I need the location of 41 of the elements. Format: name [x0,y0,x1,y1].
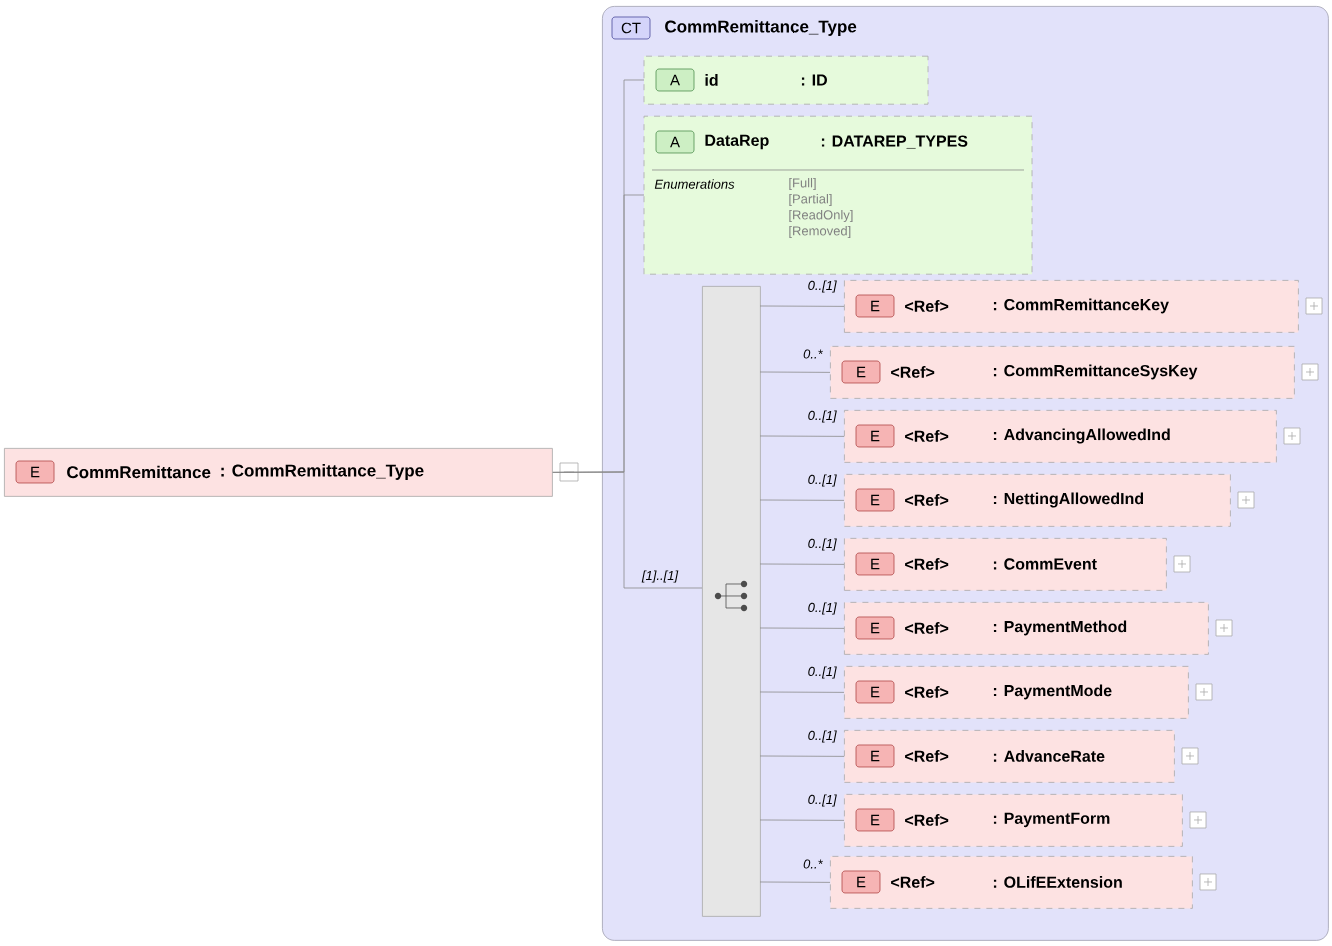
ref-label: <Ref> [905,622,949,634]
ref-label: <Ref> [905,814,949,826]
connector [759,819,845,821]
type-name: : CommEvent [993,558,1097,570]
connector [759,881,831,883]
sequence-bar [702,286,761,917]
type-name: : PaymentMode [993,684,1112,700]
attribute-name: DataRep [705,134,769,150]
connector [759,563,845,565]
type-name: : PaymentForm [993,812,1110,828]
ref-label: <Ref> [905,300,949,312]
type-name: : AdvanceRate [993,750,1105,762]
type-name: : CommRemittanceSysKey [993,364,1198,380]
type-title: CommRemittance_Type [665,20,857,36]
ref-label: <Ref> [891,366,935,378]
connector [759,691,845,693]
type-name: : OLifEExtension [993,876,1122,888]
ref-label: <Ref> [905,430,949,442]
type-name: : CommRemittanceKey [993,298,1169,314]
ref-label: <Ref> [905,686,949,698]
connector [552,471,703,589]
type-name: : AdvancingAllowedInd [993,428,1170,444]
ref-label: <Ref> [905,750,949,762]
element-name: CommRemittance [67,465,211,479]
type-name: : DATAREP_TYPES [821,135,968,149]
ref-label: <Ref> [905,494,949,506]
type-name: : PaymentMethod [993,620,1127,636]
type-name: : CommRemittance_Type [221,464,424,480]
connector [759,305,845,307]
ref-label: <Ref> [891,876,935,888]
connector [759,371,831,373]
type-name: : ID [801,74,827,86]
attribute-box [643,55,929,105]
connector [759,499,845,501]
type-name: : NettingAllowedInd [993,492,1144,508]
connector [759,755,845,757]
attribute-name: id [705,74,718,86]
ref-label: <Ref> [905,558,949,570]
attribute-box [643,115,1033,275]
connector [759,435,845,437]
connector [759,627,845,629]
